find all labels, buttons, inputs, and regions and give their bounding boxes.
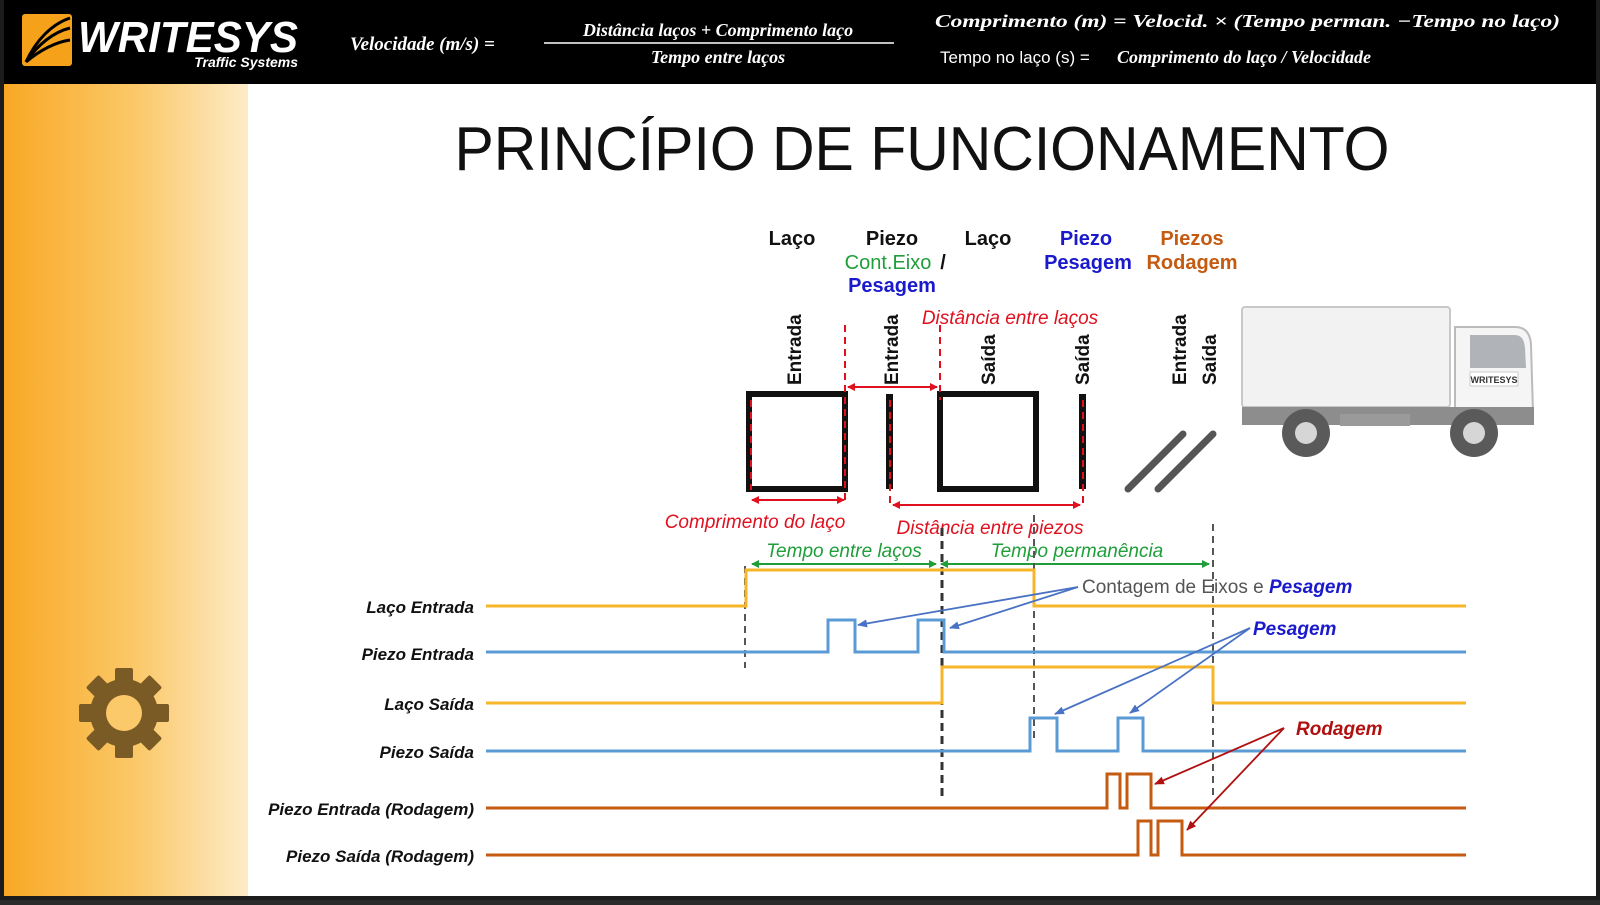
sensor-layout	[746, 325, 1217, 508]
sensor-piezo-1-slash: /	[940, 252, 946, 274]
annotation-contagem: Contagem de Eixos e Pesagem	[1082, 577, 1352, 598]
piezo-rodagem-entrada	[1124, 430, 1187, 493]
brand-subtitle: Traffic Systems	[194, 54, 298, 70]
formula-length: Comprimento (m) = Velocid. × (Tempo perm…	[935, 11, 1560, 32]
formula-loop-time-rhs: Comprimento do laço / Velocidade	[1117, 47, 1371, 67]
brand-name: WRITESYS	[78, 13, 298, 62]
signal-laco-entrada	[486, 568, 1466, 608]
annotation-contagem-text: Contagem de Eixos e	[1082, 577, 1269, 598]
sidebar	[4, 84, 248, 896]
vlabel-saida-2: Saída	[1073, 334, 1094, 385]
writesys-logo-icon	[22, 14, 72, 66]
signal-label-piezo-entrada: Piezo Entrada	[362, 645, 474, 664]
vlabel-saida-3: Saída	[1200, 334, 1221, 385]
signal-label-piezo-saida: Piezo Saída	[380, 743, 474, 762]
label-distancia-lacos: Distância entre laços	[922, 308, 1099, 329]
sensor-laco-1: Laço	[769, 228, 816, 250]
signal-piezo-saida	[486, 716, 1466, 753]
vlabel-saida-1: Saída	[979, 334, 1000, 385]
vlabel-entrada-2: Entrada	[882, 314, 903, 385]
signal-piezo-entrada	[486, 618, 1466, 654]
sensor-piezo-2-pesagem: Pesagem	[1044, 252, 1132, 274]
formula-speed-lhs: Velocidade (m/s) =	[350, 34, 495, 55]
sensor-piezos-3: Piezos	[1160, 228, 1223, 250]
gear-icon	[79, 668, 169, 758]
truck-logo: WRITESYS	[1470, 375, 1517, 385]
signal-piezo-saida-rodagem	[486, 819, 1466, 857]
truck-image: WRITESYS	[1241, 306, 1535, 457]
label-tempo-entre-lacos: Tempo entre laços	[766, 541, 922, 562]
signal-piezo-entrada-rodagem	[486, 772, 1466, 810]
vlabel-entrada-3: Entrada	[1170, 314, 1191, 385]
signal-laco-saida	[486, 665, 1466, 705]
label-distancia-piezos: Distância entre piezos	[897, 518, 1084, 539]
formula-speed-numerator: Distância laços + Comprimento laço	[582, 20, 853, 40]
annotation-contagem-pesagem: Pesagem	[1269, 577, 1353, 598]
label-comprimento-laco: Comprimento do laço	[665, 512, 846, 533]
sensor-piezos-3-rodagem: Rodagem	[1146, 252, 1237, 274]
loop-entrada	[746, 391, 848, 492]
sensor-piezo-1-cont-eixo: Cont.Eixo	[845, 252, 932, 274]
sensor-piezo-1-pesagem: Pesagem	[848, 275, 936, 297]
piezo-rodagem-saida	[1154, 430, 1217, 493]
signal-label-piezo-saida-rodagem: Piezo Saída (Rodagem)	[286, 847, 474, 866]
sensor-piezo-2: Piezo	[1060, 228, 1112, 250]
signal-label-piezo-entrada-rodagem: Piezo Entrada (Rodagem)	[268, 800, 474, 819]
loop-saida	[937, 391, 1039, 492]
vlabel-entrada-1: Entrada	[785, 314, 806, 385]
label-tempo-permanencia: Tempo permanência	[991, 541, 1164, 562]
signal-label-laco-entrada: Laço Entrada	[366, 598, 474, 617]
formula-loop-time-prefix: Tempo no laço (s) =	[940, 48, 1090, 67]
sensor-piezo-1: Piezo	[866, 228, 918, 250]
annotation-pesagem: Pesagem	[1253, 619, 1337, 640]
slide-title: PRINCÍPIO DE FUNCIONAMENTO	[455, 115, 1390, 184]
signal-label-laco-saida: Laço Saída	[384, 695, 474, 714]
annotation-rodagem: Rodagem	[1296, 719, 1383, 740]
sensor-laco-2: Laço	[965, 228, 1012, 250]
formula-speed-denominator: Tempo entre laços	[651, 47, 785, 67]
header-bar: WRITESYS Traffic Systems Velocidade (m/s…	[4, 0, 1596, 84]
timing-diagram: Laço Entrada Piezo Entrada Laço Saída Pi…	[268, 515, 1466, 866]
